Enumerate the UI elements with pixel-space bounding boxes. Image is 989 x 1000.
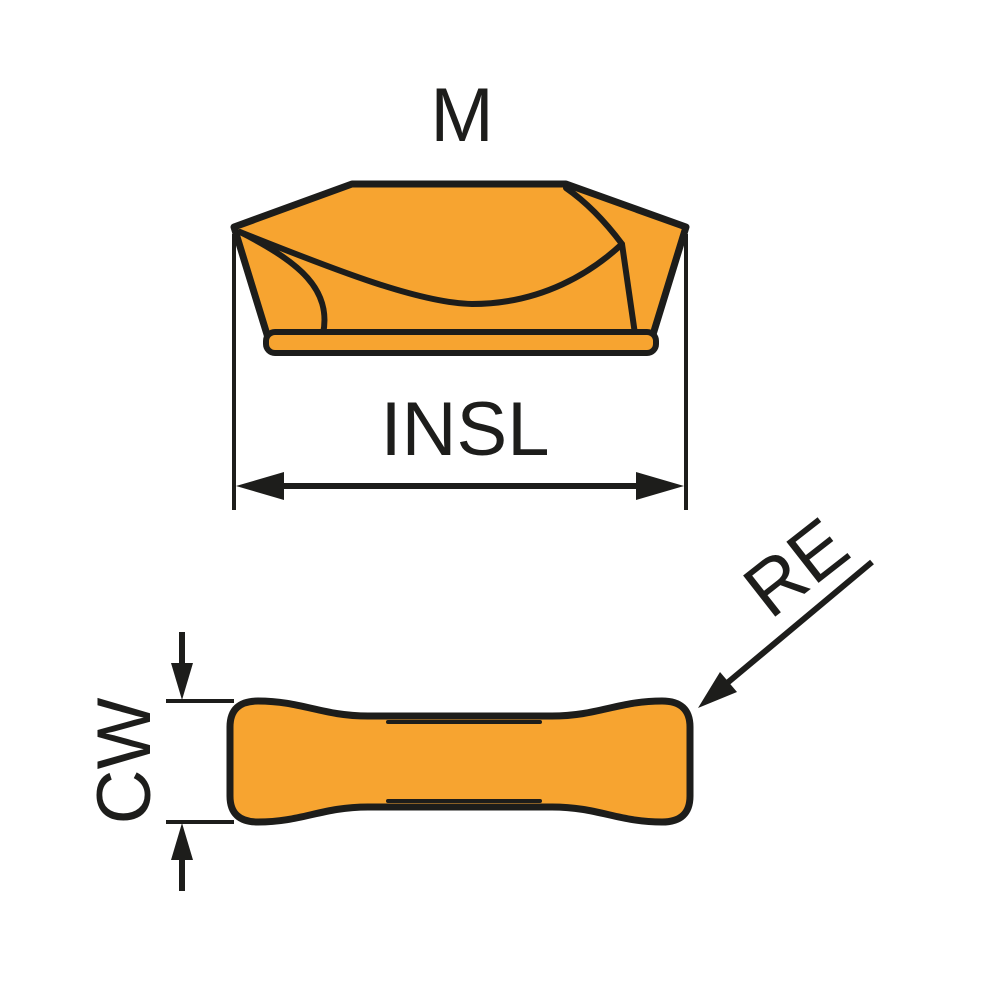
insl-arrowhead-right xyxy=(636,472,684,500)
front-face-right-detail-line xyxy=(563,185,638,337)
cw-arrowhead-top xyxy=(171,663,193,700)
cw-dimension-label: CW xyxy=(82,697,167,824)
insert-front-bottom-rail xyxy=(263,329,659,356)
re-leader-line xyxy=(724,559,874,687)
insert-side-view-body xyxy=(226,697,694,826)
re-arrowhead xyxy=(698,672,737,708)
insert-front-view-body xyxy=(230,180,690,345)
insl-arrowhead-left xyxy=(236,472,284,500)
top-view-label: M xyxy=(430,73,493,158)
cw-arrowhead-bottom xyxy=(171,823,193,860)
front-face-wave-detail-curve xyxy=(237,229,625,307)
insl-dimension-label: INSL xyxy=(381,387,550,472)
re-label: RE xyxy=(729,502,865,634)
